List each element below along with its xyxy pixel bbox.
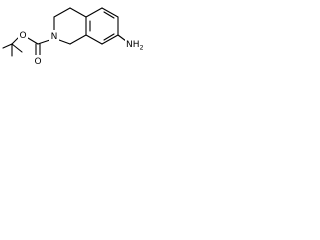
bond xyxy=(69,34,87,45)
bond xyxy=(2,43,13,49)
ring-nitrogen-atom: N xyxy=(49,30,59,42)
ether-oxygen-label: O xyxy=(19,31,26,41)
bond xyxy=(11,37,19,45)
amine-nh: NH xyxy=(126,40,140,50)
bond xyxy=(85,7,103,18)
carbonyl-oxygen-label: O xyxy=(34,57,41,67)
bond xyxy=(101,7,119,18)
bond xyxy=(58,39,71,45)
ring-nitrogen-label: N xyxy=(51,32,58,42)
bond xyxy=(85,34,103,45)
bond xyxy=(27,37,39,45)
tert-butyl-group xyxy=(2,37,23,57)
carbonyl-oxygen-atom: O xyxy=(33,55,43,67)
amine-atom: NH2 xyxy=(125,38,151,52)
saturated-ring xyxy=(53,7,87,45)
aromatic-ring xyxy=(85,7,119,45)
bond xyxy=(53,7,71,18)
bond xyxy=(101,34,119,45)
double-bond-inner xyxy=(103,11,115,19)
ether-oxygen-atom: O xyxy=(18,29,28,41)
amine-bond xyxy=(117,34,127,42)
amine-subscript: 2 xyxy=(140,44,144,52)
double-bond-inner xyxy=(103,33,115,41)
bond xyxy=(69,7,87,18)
amine-label: NH2 xyxy=(126,40,144,52)
chemical-structure-diagram: N O O NH2 xyxy=(2,7,151,67)
carbamate-group xyxy=(27,37,51,57)
bond xyxy=(37,39,51,45)
bond xyxy=(11,43,23,53)
